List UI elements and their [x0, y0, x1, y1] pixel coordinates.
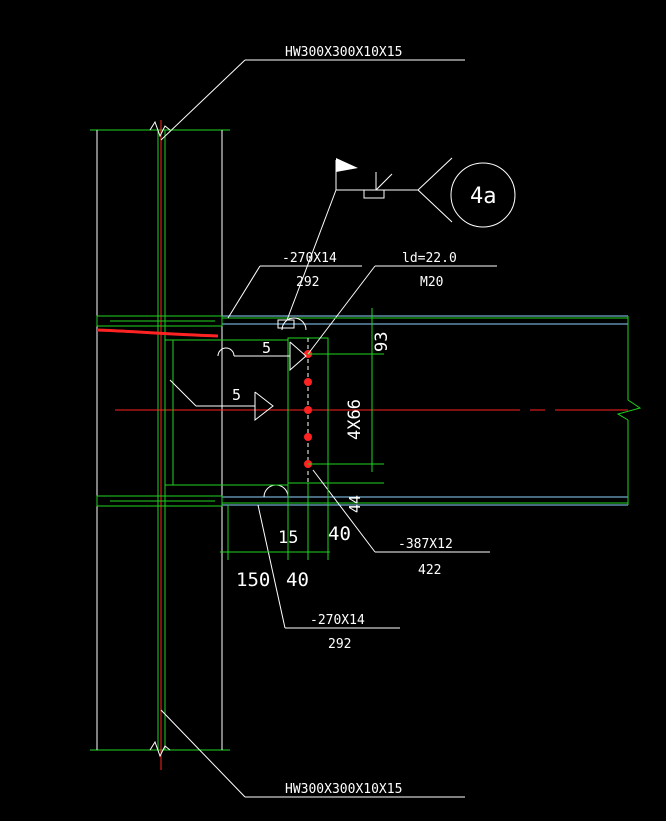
dim-bottom-edge: 44 [346, 495, 364, 513]
detail-ref-label: 4a [470, 184, 497, 209]
bolt-label: ld=22.0 [402, 251, 457, 266]
column-bottom-label: HW300X300X10X15 [285, 782, 402, 797]
dim-bolt-pitch: 4X66 [345, 399, 365, 440]
weld-size-top: 5 [262, 339, 271, 357]
dimensions [220, 308, 384, 560]
column-top-label: HW300X300X10X15 [285, 45, 402, 60]
top-plate-length: 292 [296, 275, 319, 290]
shear-plate-label: -387X12 [398, 537, 453, 552]
shear-plate [164, 337, 329, 486]
bottom-plate-label: -270X14 [310, 613, 365, 628]
weld-size-mid: 5 [232, 386, 241, 404]
bolt [304, 378, 312, 386]
bolt [304, 433, 312, 441]
dim-15: 15 [278, 528, 298, 548]
shear-plate-length: 422 [418, 563, 441, 578]
flange-plates [96, 315, 307, 507]
dim-40-bottom: 40 [286, 569, 309, 591]
dim-40-right: 40 [328, 523, 351, 545]
beam [115, 315, 642, 506]
column [90, 120, 230, 770]
dim-top-edge: 93 [372, 332, 392, 352]
leaders [160, 59, 516, 798]
bolt-spec: M20 [420, 275, 443, 290]
top-plate-label: -270X14 [282, 251, 337, 266]
bolt [304, 406, 312, 414]
dim-150: 150 [236, 569, 270, 591]
bottom-plate-length: 292 [328, 637, 351, 652]
